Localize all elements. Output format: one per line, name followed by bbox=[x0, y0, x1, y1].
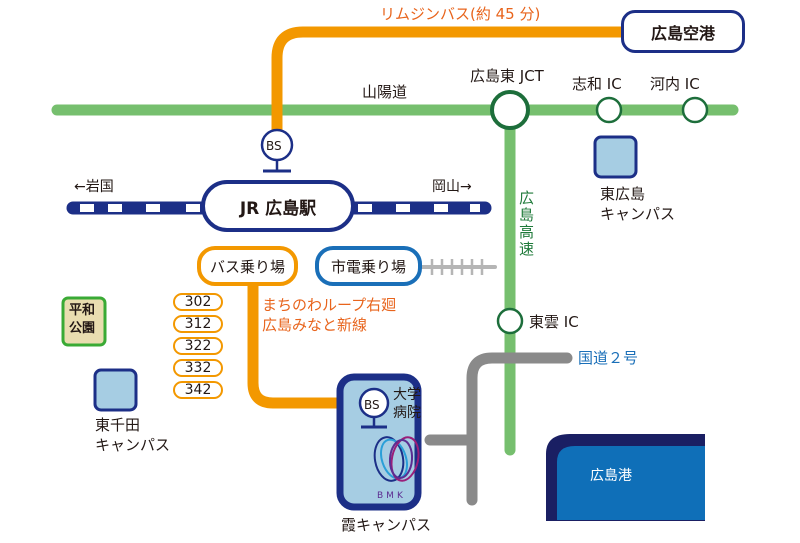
national-route-2-label: 国道２号 bbox=[578, 349, 639, 367]
jr-station-label: JR 広島駅 bbox=[239, 198, 317, 219]
bus-route-to-hospital bbox=[247, 284, 362, 409]
expressway-char: 高 bbox=[519, 223, 535, 241]
tram-terminal-box[interactable]: 市電乗り場 bbox=[315, 246, 422, 286]
higashisenda-label-2: キャンパス bbox=[95, 436, 171, 454]
bus-number-badge: 322 bbox=[173, 337, 223, 355]
kasumi-campus-label: 霞キャンパス bbox=[341, 516, 432, 534]
sanyo-label: 山陽道 bbox=[362, 83, 408, 101]
higashisenda-label-1: 東千田 bbox=[95, 416, 141, 434]
airport-box[interactable]: 広島空港 bbox=[621, 10, 745, 53]
hospital-label-1: 大学 bbox=[393, 387, 421, 403]
okayama-label: 岡山→ bbox=[432, 179, 472, 195]
bs-label-hospital: BS bbox=[364, 398, 380, 412]
jct-label: 広島東 JCT bbox=[470, 67, 544, 85]
tram-terminal-label: 市電乗り場 bbox=[330, 257, 406, 276]
port-label: 広島港 bbox=[590, 468, 632, 484]
bmk-logo-text: BMK bbox=[377, 491, 406, 501]
bus-stop-marker-jr bbox=[260, 128, 294, 173]
bus-number: 332 bbox=[184, 360, 212, 376]
bus-number-badge: 312 bbox=[173, 315, 223, 333]
peace-park-line: 平和 bbox=[69, 303, 96, 318]
higashi-hiroshima-label-2: キャンパス bbox=[600, 205, 676, 223]
bus-number: 322 bbox=[184, 338, 212, 354]
expressway-char: 広 bbox=[519, 189, 535, 207]
higashi-hiroshima-label-1: 東広島 bbox=[600, 185, 646, 203]
jr-station-box[interactable]: JR 広島駅 bbox=[201, 180, 355, 232]
higashisenda-campus-marker bbox=[93, 368, 138, 412]
bus-number-badge: 302 bbox=[173, 293, 223, 311]
hiroshima-expressway-label: 広 島 高 速 bbox=[519, 190, 535, 258]
shiwa-ic-node bbox=[595, 96, 623, 124]
airport-label: 広島空港 bbox=[650, 23, 715, 43]
peace-park-line: 公園 bbox=[69, 321, 96, 336]
higashi-hiroshima-campus-marker bbox=[593, 135, 638, 179]
higashi-kumo-ic-label: 東雲 IC bbox=[529, 313, 579, 331]
iwakuni-label: ←岩国 bbox=[74, 179, 114, 195]
higashi-kumo-ic-node bbox=[496, 307, 524, 335]
bus-number: 312 bbox=[184, 316, 212, 332]
expressway-char: 島 bbox=[519, 206, 535, 224]
bus-number: 302 bbox=[184, 294, 212, 310]
jct-node bbox=[490, 90, 530, 130]
limousine-bus-route bbox=[271, 26, 625, 140]
hiroshima-port-water bbox=[557, 446, 705, 543]
limousine-bus-label: リムジンバス(約 45 分) bbox=[380, 5, 541, 23]
bus-terminal-label: バス乗り場 bbox=[209, 257, 285, 276]
national-route-2 bbox=[466, 352, 573, 506]
bus-number-badge: 342 bbox=[173, 381, 223, 399]
port-bottom-mask bbox=[540, 521, 710, 543]
expressway-char: 速 bbox=[519, 240, 535, 258]
kouchi-ic-label: 河内 IC bbox=[650, 75, 700, 93]
bus-number-badge: 332 bbox=[173, 359, 223, 377]
bmk-logo-icon bbox=[373, 436, 420, 482]
shiwa-ic-label: 志和 IC bbox=[572, 75, 622, 93]
bus-number-list: 302 312 322 332 342 bbox=[173, 293, 223, 399]
hospital-label-2: 病院 bbox=[393, 405, 421, 421]
bus-stop-marker-hospital bbox=[358, 387, 390, 429]
bus-line-label-1: まちのわループ右廻 bbox=[262, 296, 397, 314]
kouchi-ic-node bbox=[681, 96, 709, 124]
bus-number: 342 bbox=[184, 382, 212, 398]
bus-line-label-2: 広島みなと新線 bbox=[262, 316, 368, 334]
bus-terminal-box[interactable]: バス乗り場 bbox=[197, 246, 298, 286]
bs-label-jr: BS bbox=[266, 139, 282, 153]
peace-park-label: 平和 公園 bbox=[69, 302, 95, 338]
tram-track bbox=[418, 259, 497, 275]
peace-park-marker bbox=[61, 296, 107, 347]
